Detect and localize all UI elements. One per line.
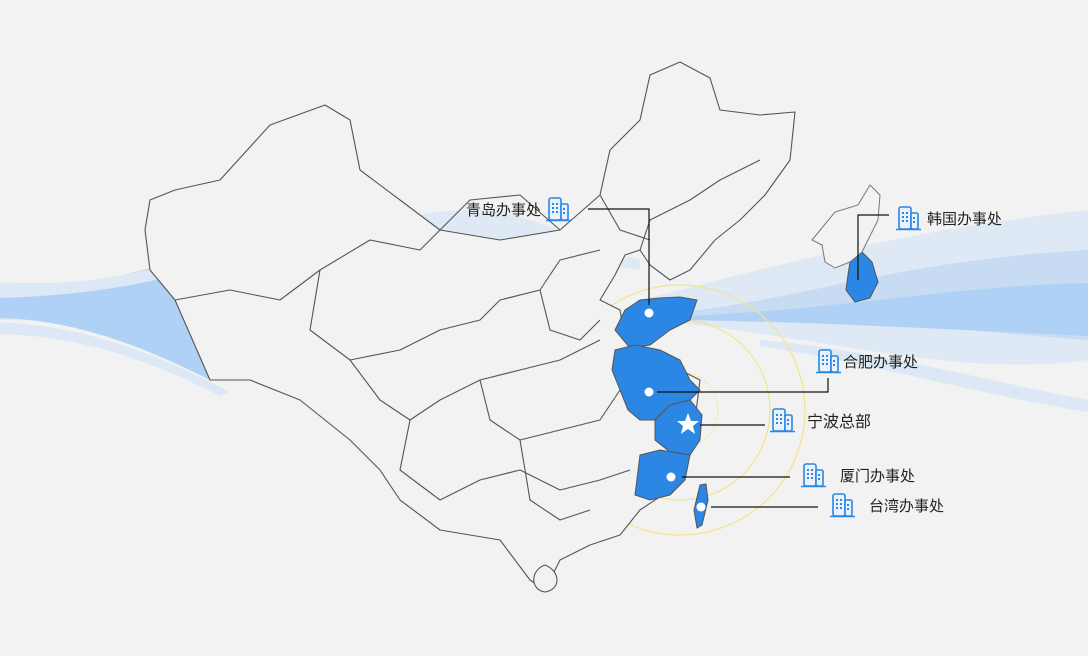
office-name: 合肥办事处: [843, 352, 919, 371]
office-name: 台湾办事处: [869, 496, 945, 515]
office-name: 青岛办事处: [466, 200, 542, 219]
office-name: 韩国办事处: [927, 209, 1003, 228]
highlighted-regions: [611, 251, 879, 529]
office-label-qingdao[interactable]: 青岛办事处: [462, 196, 573, 222]
region-shandong: [614, 296, 698, 349]
building-icon: [769, 407, 797, 433]
region-north-korea: [811, 184, 881, 269]
office-label-xiamen[interactable]: 厦门办事处: [800, 462, 919, 488]
china-outline: [144, 61, 796, 593]
office-label-ningbo-hq[interactable]: 宁波总部: [769, 407, 875, 433]
office-label-hefei[interactable]: 合肥办事处: [815, 348, 922, 374]
building-icon: [829, 492, 857, 518]
office-label-taiwan[interactable]: 台湾办事处: [829, 492, 948, 518]
marker-qingdao: [644, 308, 654, 318]
leader-lines: [588, 208, 889, 508]
region-south-korea: [845, 251, 879, 303]
region-zhejiang: [654, 399, 703, 456]
building-icon: [800, 462, 828, 488]
marker-taiwan: [696, 502, 706, 512]
office-name: 厦门办事处: [840, 466, 916, 485]
building-icon: [815, 348, 843, 374]
building-icon: [895, 205, 923, 231]
markers: [644, 308, 706, 512]
marker-hefei: [644, 387, 654, 397]
marker-xiamen: [666, 472, 676, 482]
office-label-korea[interactable]: 韩国办事处: [895, 205, 1006, 231]
office-name: 宁波总部: [807, 412, 872, 431]
building-icon: [545, 196, 573, 222]
star-icon: [677, 413, 699, 434]
region-fujian: [634, 449, 691, 501]
